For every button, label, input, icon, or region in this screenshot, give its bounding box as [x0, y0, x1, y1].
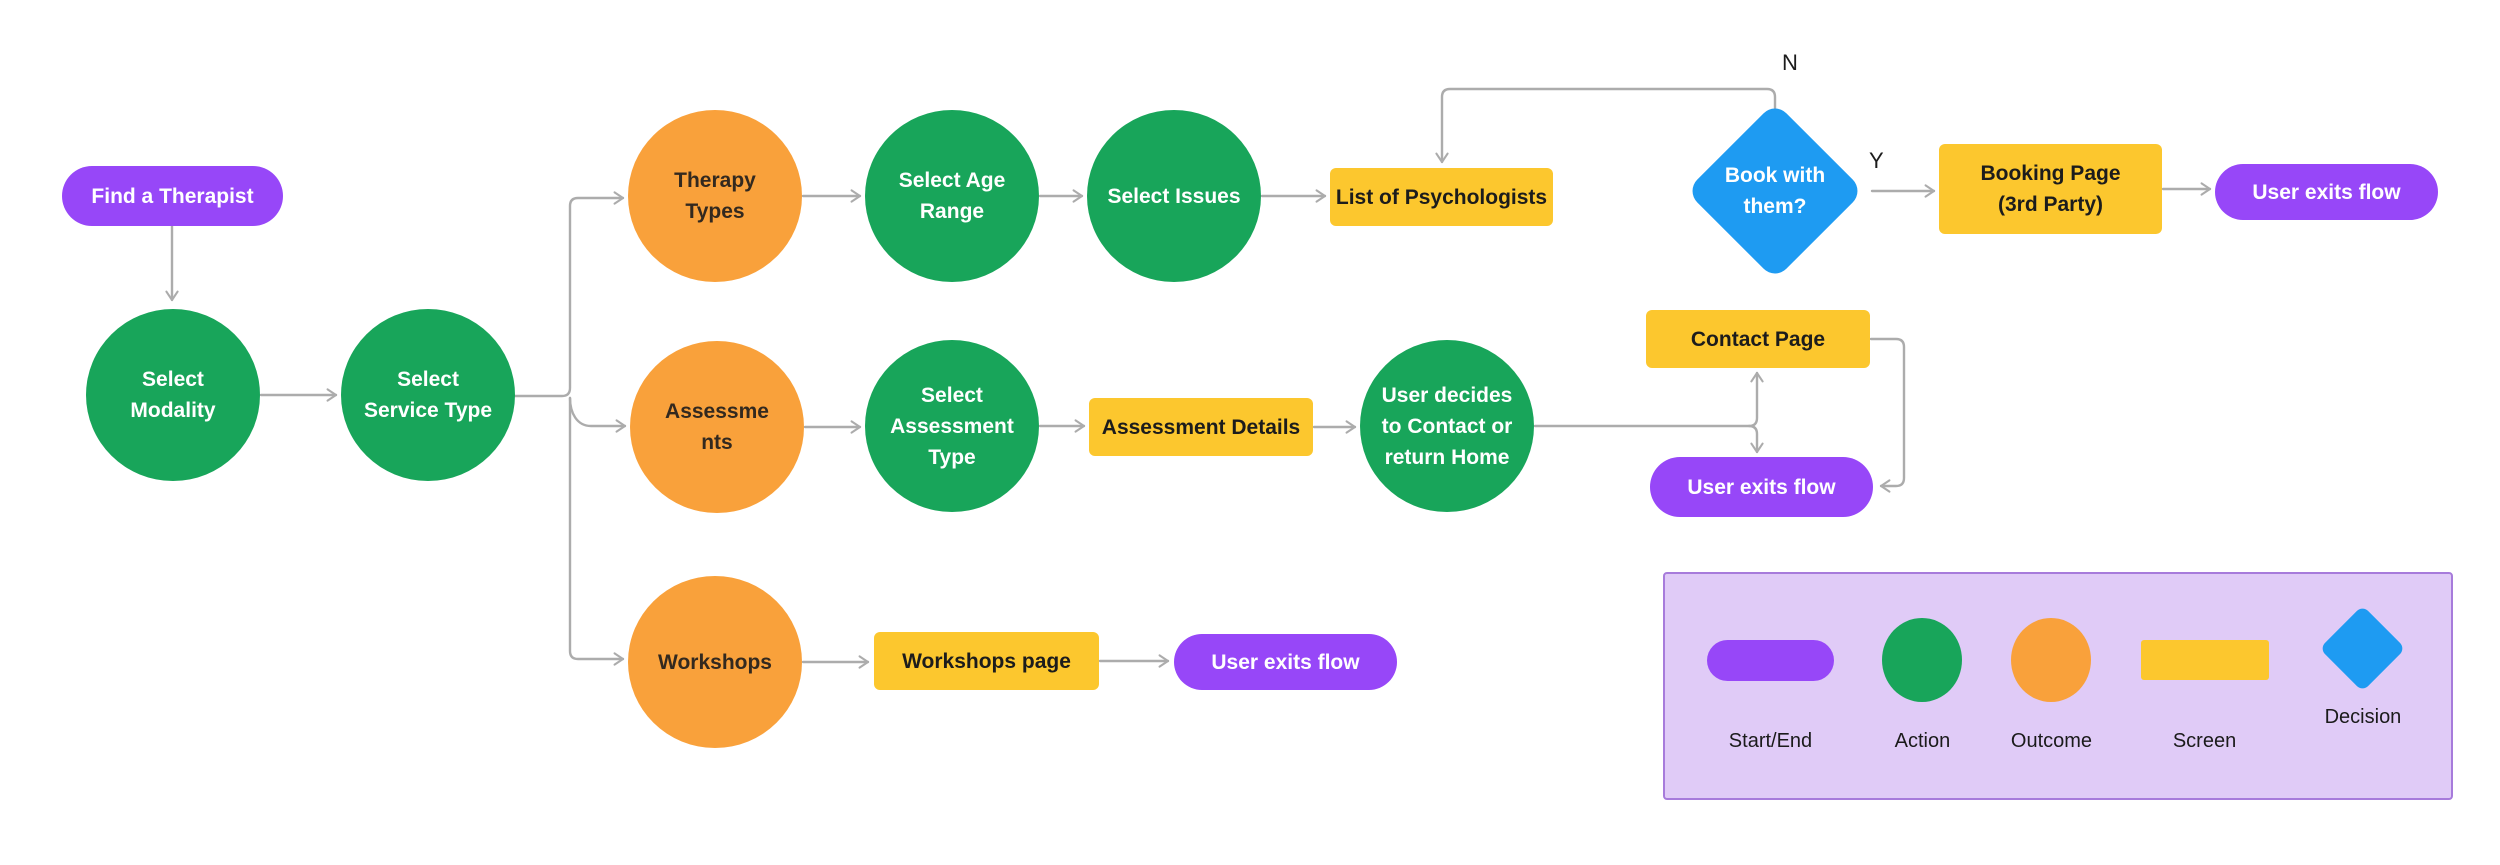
- connector-service-type-to-assessments: [568, 396, 627, 433]
- legend: Start/End Action Outcome Screen Decision: [1663, 572, 2453, 800]
- legend-label-screen: Screen: [2172, 730, 2237, 752]
- legend-swatch-screen: [2140, 640, 2269, 680]
- node-list-of-psychologists: List of Psychologists: [1330, 168, 1553, 226]
- legend-item-outcome: Outcome: [2011, 602, 2092, 798]
- node-select-service-type: Select Service Type: [341, 309, 515, 481]
- legend-swatch-box: [2011, 602, 2092, 718]
- connector-service-type-to-therapy-types: [513, 191, 625, 398]
- legend-swatch-start-end: [1707, 639, 1834, 681]
- legend-item-action: Action: [1882, 602, 1963, 798]
- node-user-exits-flow-middle: User exits flow: [1650, 457, 1873, 517]
- node-select-modality: Select Modality: [86, 309, 260, 481]
- connector-user-decides-to-user-exits: [1747, 424, 1764, 454]
- connector-decision-no-loop-to-list-of-psychologists: [1435, 87, 1777, 164]
- legend-item-screen: Screen: [2140, 602, 2269, 798]
- node-select-assessment-type: Select Assessment Type: [865, 340, 1039, 512]
- legend-swatch-box: [2140, 602, 2269, 718]
- node-select-age-range: Select Age Range: [865, 110, 1039, 282]
- node-booking-page: Booking Page (3rd Party): [1939, 144, 2162, 234]
- legend-item-start-end: Start/End: [1707, 602, 1834, 798]
- edge-label-yes: Y: [1869, 148, 1884, 173]
- node-start-find-a-therapist: Find a Therapist: [62, 166, 283, 226]
- node-book-with-them-label: Book with them?: [1724, 164, 1826, 218]
- legend-label-action: Action: [1894, 730, 1951, 752]
- legend-swatch-outcome: [2011, 618, 2092, 702]
- legend-swatch-action: [1882, 618, 1963, 702]
- legend-swatch-box: [1882, 602, 1963, 718]
- node-select-issues: Select Issues: [1087, 110, 1261, 282]
- node-user-decides: User decides to Contact or return Home: [1360, 340, 1534, 512]
- node-workshops: Workshops: [628, 576, 802, 748]
- legend-swatch-box: [1707, 602, 1834, 718]
- legend-swatch-box: [2317, 602, 2409, 694]
- node-user-exits-flow-bottom: User exits flow: [1174, 634, 1397, 690]
- edge-label-no: N: [1782, 50, 1798, 75]
- node-user-exits-flow-top: User exits flow: [2215, 164, 2438, 220]
- node-assessment-details: Assessment Details: [1089, 398, 1313, 456]
- connector-user-decides-to-contact-page: [1533, 371, 1764, 428]
- node-workshops-page: Workshops page: [874, 632, 1099, 690]
- connector-service-type-to-workshops: [568, 396, 625, 666]
- node-therapy-types: Therapy Types: [628, 110, 802, 282]
- node-assessments: Assessme nts: [630, 341, 804, 513]
- legend-item-decision: Decision: [2317, 602, 2409, 798]
- legend-label-start-end: Start/End: [1728, 730, 1813, 752]
- legend-swatch-decision: [2319, 604, 2407, 692]
- legend-label-decision: Decision: [2324, 706, 2402, 728]
- connector-contact-page-to-user-exits: [1869, 337, 1906, 493]
- node-contact-page: Contact Page: [1646, 310, 1870, 368]
- legend-label-outcome: Outcome: [2010, 730, 2093, 752]
